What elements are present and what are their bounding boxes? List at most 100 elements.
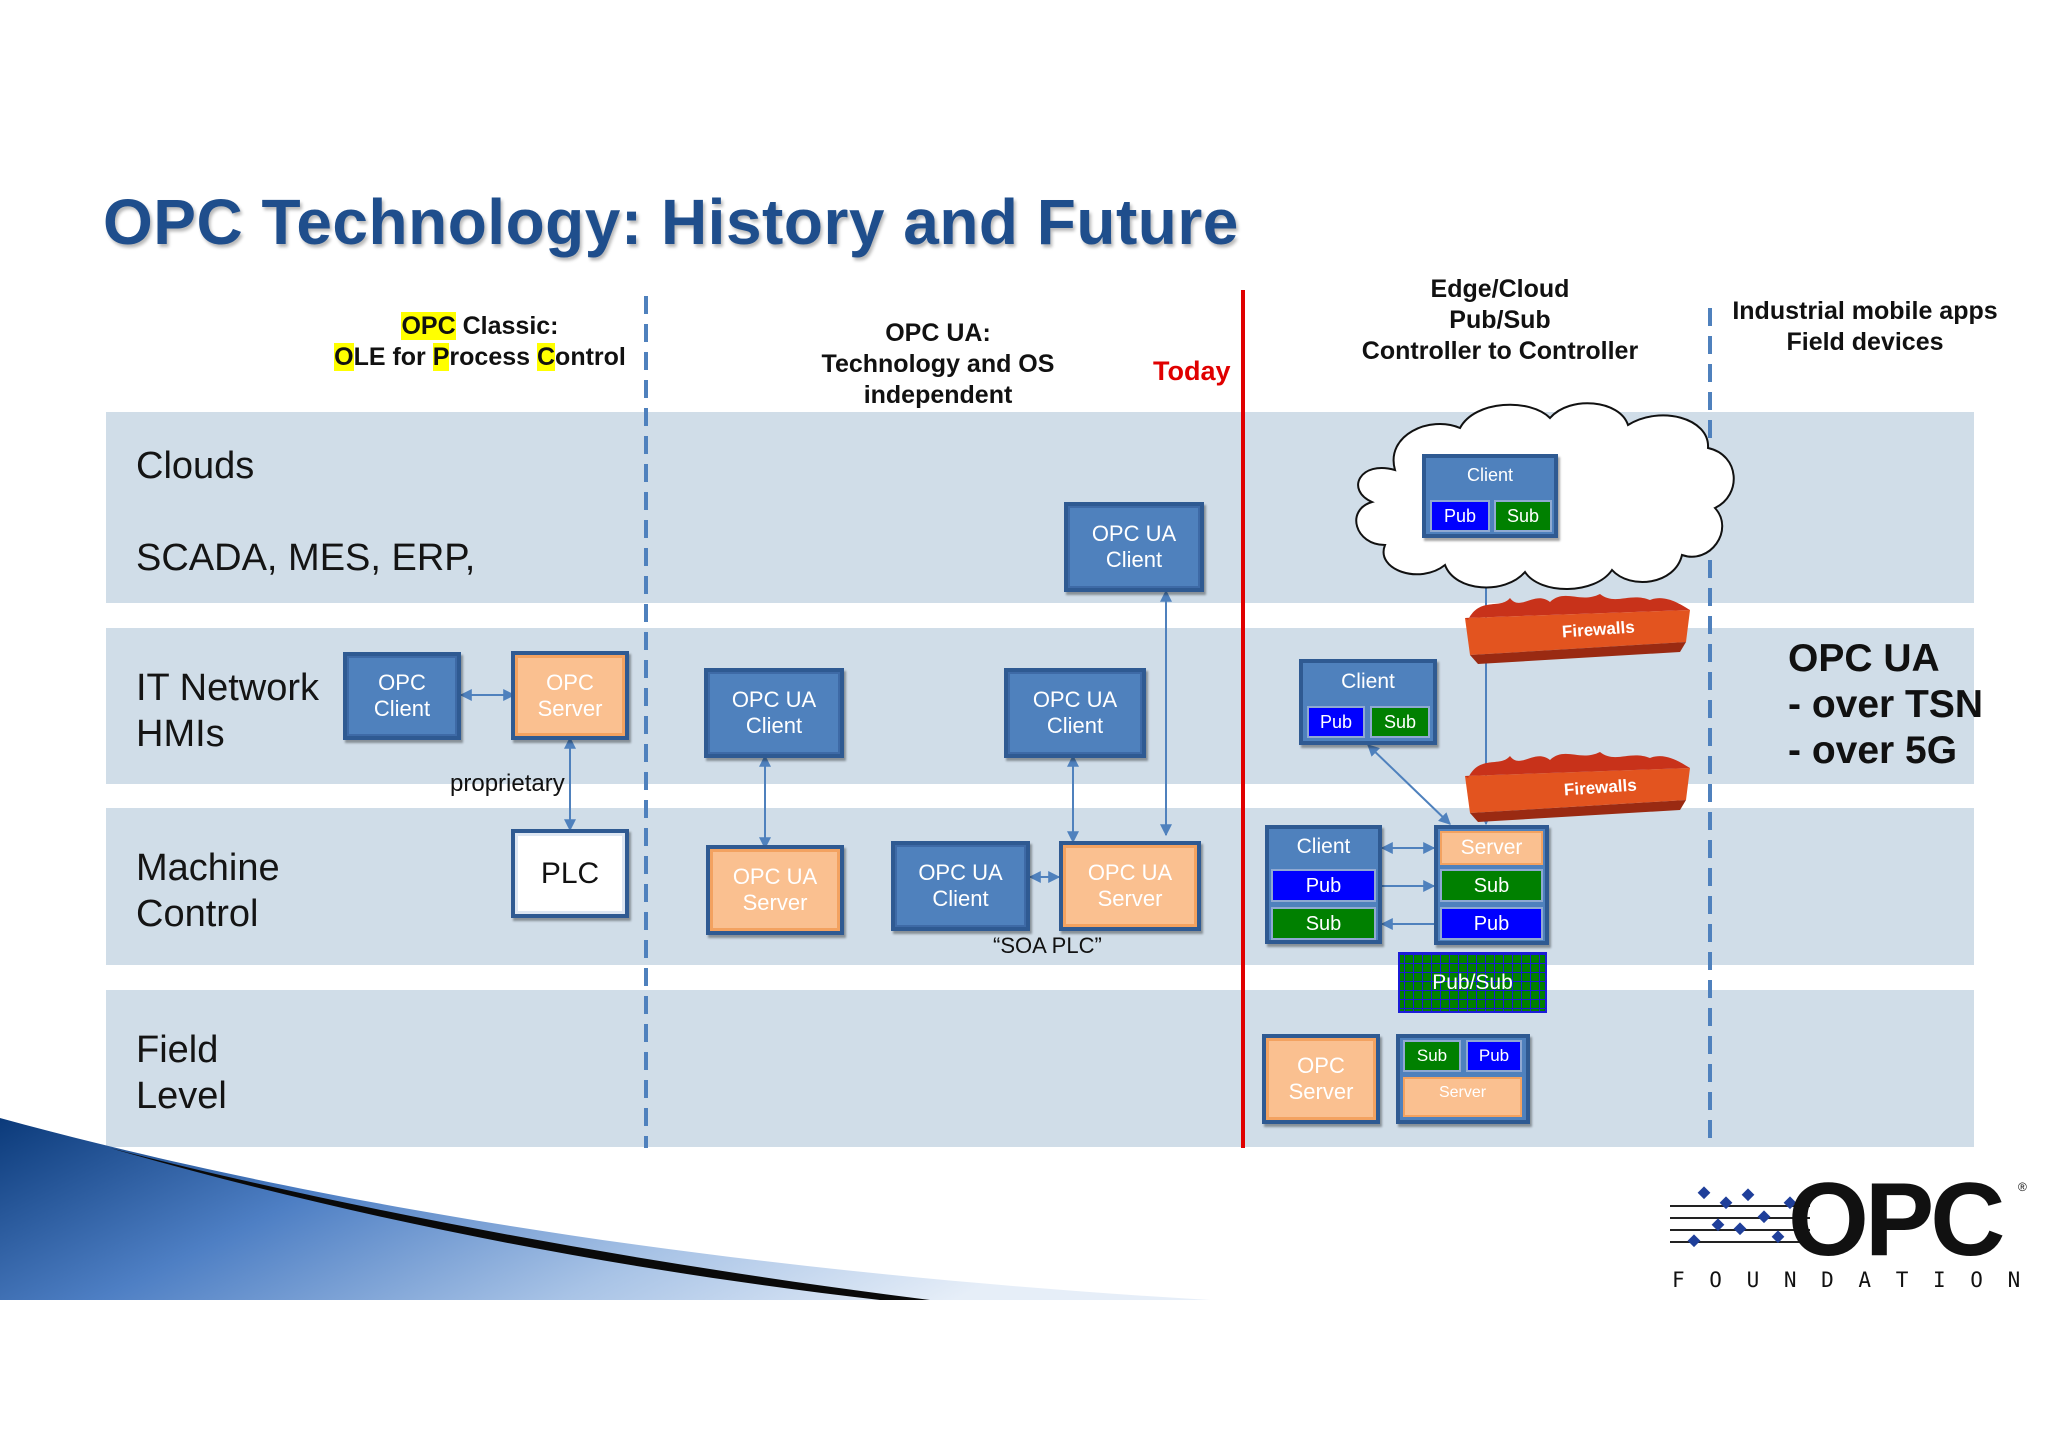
header-edge-line1: Edge/Cloud	[1430, 275, 1570, 303]
logo-foundation-text: F O U N D A T I O N	[1672, 1268, 2027, 1292]
header-classic-rest: Classic:	[455, 312, 559, 340]
header-mobile-line2: Field devices	[1786, 328, 1944, 356]
edge-mc-server-label: Server	[1460, 836, 1523, 859]
pubsub-label: Pub/Sub	[1432, 970, 1513, 994]
edge-mc-server-pub-block: Pub	[1440, 907, 1543, 940]
lane-label-field-line2: Level	[136, 1075, 227, 1117]
opc-ua-client-b: OPC UA Client	[1004, 668, 1146, 758]
header-classic-hl: OPC	[401, 312, 456, 340]
cloud-pub-block: Pub	[1430, 500, 1490, 532]
opc-ua-server-b: OPC UA Server	[1059, 841, 1201, 931]
logo-registered-mark: ®	[2018, 1180, 2027, 1194]
opc-ua-server-a: OPC UA Server	[706, 845, 844, 935]
opc-classic-client-line2: Client	[373, 696, 431, 721]
opc-ua-client-b-line1: OPC UA	[1032, 687, 1118, 712]
edge-mc-server-sub-label: Sub	[1473, 874, 1510, 897]
opc-ua-client-c-line2: Client	[932, 886, 989, 911]
opc-classic-server: OPC Server	[511, 651, 629, 740]
opc-ua-client-b-line2: Client	[1046, 713, 1104, 738]
cloud-pub-label: Pub	[1443, 506, 1477, 526]
header-opc-ua: OPC UA: Technology and OS independent	[788, 318, 1088, 411]
future-line3: - over 5G	[1788, 729, 1958, 772]
header-mobile-line1: Industrial mobile apps	[1732, 297, 1998, 325]
lane-label-clouds: Clouds	[136, 445, 255, 487]
field-opc-server-line2: Server	[1288, 1079, 1354, 1104]
opc-ua-client-a: OPC UA Client	[704, 668, 844, 758]
header-classic-acronym-o: O	[334, 343, 354, 371]
lane-label-it-line2: HMIs	[136, 713, 225, 755]
opc-ua-client-top-line1: OPC UA	[1091, 521, 1177, 546]
today-label: Today	[1153, 356, 1231, 386]
proprietary-label: proprietary	[450, 770, 565, 797]
header-classic-word-ole: LE for	[353, 343, 433, 371]
opc-classic-client-line1: OPC	[378, 670, 426, 695]
header-edge-cloud: Edge/Cloud Pub/Sub Controller to Control…	[1330, 274, 1670, 367]
header-ua-line3: independent	[863, 381, 1013, 409]
lane-label-it-line1: IT Network	[136, 667, 320, 709]
opc-foundation-logo: OPC ® F O U N D A T I O N	[1670, 1168, 2030, 1298]
edge-it-sub-label: Sub	[1383, 712, 1417, 732]
lane-label-machine-line1: Machine	[136, 847, 280, 889]
cloud-sub-block: Sub	[1494, 500, 1552, 532]
edge-mc-server-header: Server	[1440, 831, 1543, 865]
lane-label-scada: SCADA, MES, ERP,	[136, 537, 476, 579]
header-ua-line1: OPC UA:	[885, 319, 991, 347]
header-mobile: Industrial mobile apps Field devices	[1715, 296, 2015, 358]
field-server-label: Server	[1438, 1084, 1487, 1101]
opc-classic-server-line1: OPC	[546, 669, 594, 695]
edge-mc-pub-label: Pub	[1305, 874, 1342, 897]
edge-mc-sub-label: Sub	[1305, 912, 1342, 935]
edge-mc-client-header: Client	[1270, 829, 1377, 865]
cloud-client-header: Client	[1428, 458, 1552, 492]
field-pub-label: Pub	[1478, 1046, 1510, 1065]
header-classic-word-process: rocess	[449, 343, 537, 371]
opc-ua-client-top: OPC UA Client	[1064, 502, 1204, 592]
opc-ua-server-b-line1: OPC UA	[1087, 860, 1173, 885]
page-title: OPC Technology: History and Future	[103, 186, 1239, 258]
opc-ua-client-a-line2: Client	[745, 713, 803, 738]
lane-label-machine-line2: Control	[136, 893, 259, 935]
opc-ua-server-a-line2: Server	[742, 890, 808, 915]
lane-band-field-level	[106, 990, 1974, 1147]
edge-it-pub-block: Pub	[1307, 706, 1365, 738]
logo-mark-icon	[1670, 1186, 1810, 1248]
edge-mc-sub-block: Sub	[1271, 907, 1376, 940]
edge-it-sub-block: Sub	[1370, 706, 1430, 738]
opc-ua-server-a-line1: OPC UA	[732, 864, 818, 889]
future-opc-ua-text: OPC UA - over TSN - over 5G	[1788, 636, 1983, 774]
opc-ua-client-c-line1: OPC UA	[918, 860, 1003, 885]
edge-mc-pub-block: Pub	[1271, 869, 1376, 902]
header-ua-line2: Technology and OS	[821, 350, 1055, 378]
edge-it-client-header: Client	[1305, 663, 1431, 701]
field-sub-block: Sub	[1403, 1040, 1461, 1072]
lane-label-field-level: Field Level	[136, 1027, 227, 1119]
future-line1: OPC UA	[1788, 637, 1940, 680]
edge-it-client-label: Client	[1341, 670, 1395, 693]
future-line2: - over TSN	[1788, 683, 1984, 726]
pubsub-label-box: Pub/Sub	[1399, 953, 1546, 1012]
header-classic-word-control: ontrol	[555, 343, 626, 371]
field-opc-server: OPC Server	[1262, 1034, 1380, 1124]
lane-band-machine-control	[106, 808, 1974, 965]
lane-label-it-network: IT Network HMIs	[136, 665, 319, 757]
lane-label-field-line1: Field	[136, 1029, 219, 1071]
cloud-sub-label: Sub	[1506, 506, 1540, 526]
opc-classic-client: OPC Client	[343, 652, 461, 740]
edge-mc-server-sub-block: Sub	[1440, 869, 1543, 902]
opc-ua-client-top-line2: Client	[1105, 547, 1163, 572]
edge-mc-server-pub-label: Pub	[1473, 912, 1510, 935]
header-opc-classic: OPC Classic: OLE for Process Control	[300, 311, 660, 373]
edge-it-pub-label: Pub	[1319, 712, 1353, 732]
cloud-client-label: Client	[1466, 465, 1514, 485]
lane-label-machine-control: Machine Control	[136, 845, 280, 937]
plc-label: PLC	[540, 856, 600, 890]
header-classic-acronym-c: C	[536, 343, 556, 371]
plc-box: PLC	[511, 829, 629, 918]
field-server-body: Server	[1403, 1077, 1522, 1117]
header-classic-acronym-p: P	[432, 343, 450, 371]
opc-ua-server-b-line2: Server	[1097, 886, 1163, 911]
opc-ua-client-a-line1: OPC UA	[731, 687, 817, 712]
